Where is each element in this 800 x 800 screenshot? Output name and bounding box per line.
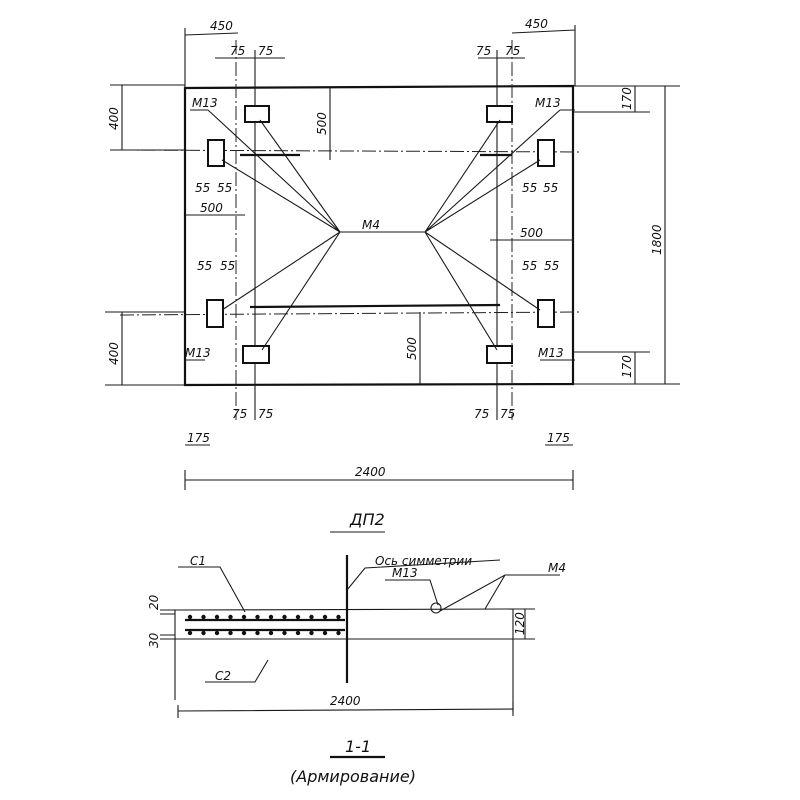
plate-m13 (537, 299, 555, 328)
rebar-dot (201, 614, 206, 620)
dim-170: 170 (620, 87, 634, 110)
label-m13: М13 (192, 96, 218, 110)
rebar-dot (268, 614, 274, 620)
dim-450: 450 (210, 19, 233, 33)
plan-title: ДП2 (349, 510, 385, 529)
rebar-dot (214, 630, 220, 636)
dim-450: 450 (525, 17, 548, 31)
rebar-dot (322, 630, 328, 636)
label-c2: С2 (215, 669, 231, 683)
dim-170: 170 (620, 355, 634, 378)
rebar-dot (187, 630, 193, 636)
axis-line (119, 311, 581, 316)
label-m4: М4 (548, 561, 566, 575)
dim-500: 500 (200, 201, 223, 215)
dim-75: 75 (474, 407, 489, 421)
rebar-dot (282, 614, 287, 620)
rebar-dot (255, 614, 260, 620)
rebar-dot (228, 614, 233, 620)
plate-m13 (486, 345, 513, 364)
dim-75: 75 (505, 44, 520, 58)
dim-400: 400 (107, 342, 121, 365)
dim-500: 500 (405, 337, 419, 360)
dim-2400: 2400 (355, 465, 386, 479)
rebar-dot (309, 614, 314, 620)
rebar-dot (282, 630, 287, 636)
dim-55: 55 (195, 181, 210, 195)
section-title: 1-1 (345, 737, 371, 756)
rebar-dot (309, 630, 314, 636)
rebar-dot (336, 630, 341, 636)
rebar-dot (214, 614, 220, 620)
dim-55: 55 (544, 259, 559, 273)
label-m13: М13 (392, 566, 418, 580)
section-subtitle: (Армирование) (290, 767, 416, 786)
label-m13: М13 (535, 96, 561, 110)
dim-500: 500 (315, 112, 329, 135)
dim-120: 120 (513, 612, 527, 635)
label-m13: М13 (538, 346, 564, 360)
dim-30: 30 (147, 632, 161, 648)
dim-75: 75 (258, 407, 273, 421)
dim-75: 75 (232, 407, 247, 421)
dim-1800: 1800 (650, 224, 664, 255)
dim-55: 55 (522, 259, 537, 273)
rebar-dot (187, 614, 193, 620)
dim-75: 75 (258, 44, 273, 58)
rebar-dot (228, 630, 233, 636)
plate-m13 (486, 105, 513, 123)
plate-m13 (244, 105, 270, 123)
dim-55: 55 (522, 181, 537, 195)
dim-2400: 2400 (330, 694, 361, 708)
rebar-dot (255, 630, 260, 636)
label-c1: С1 (190, 554, 206, 568)
dim-75: 75 (476, 44, 491, 58)
plan-view: М13 М13 М13 М13 М4 450 450 75 75 75 75 7… (105, 17, 680, 533)
dim-20: 20 (147, 594, 161, 610)
rebar-dot (201, 630, 206, 636)
dim-175: 175 (187, 431, 210, 445)
slab-outline (183, 84, 575, 387)
rebar-dot (295, 614, 301, 620)
rebar-dot (241, 630, 247, 636)
label-m4: М4 (362, 218, 380, 232)
rebar-dot (268, 630, 274, 636)
rebar-dot (322, 614, 328, 620)
rebar-dot (336, 614, 341, 620)
label-axis: Ось симметрии (375, 554, 472, 568)
dim-55: 55 (220, 259, 235, 273)
axis-line (119, 149, 581, 153)
plate-m13 (206, 299, 224, 328)
rebar-dot (241, 614, 247, 620)
label-m13: М13 (185, 346, 211, 360)
dim-55: 55 (217, 181, 232, 195)
rebar-dot (295, 630, 301, 636)
dim-175: 175 (547, 431, 570, 445)
plate-m13 (207, 139, 225, 167)
dim-75: 75 (500, 407, 515, 421)
dim-55: 55 (543, 181, 558, 195)
section-view: С1 С2 Ось симметрии М13 М4 20 30 120 240… (147, 554, 566, 786)
dim-500: 500 (520, 226, 543, 240)
plate-m13 (242, 345, 270, 364)
plate-m13-section (430, 602, 442, 614)
dim-400: 400 (107, 107, 121, 130)
plate-m13 (537, 139, 555, 167)
dim-55: 55 (197, 259, 212, 273)
dim-75: 75 (230, 44, 245, 58)
